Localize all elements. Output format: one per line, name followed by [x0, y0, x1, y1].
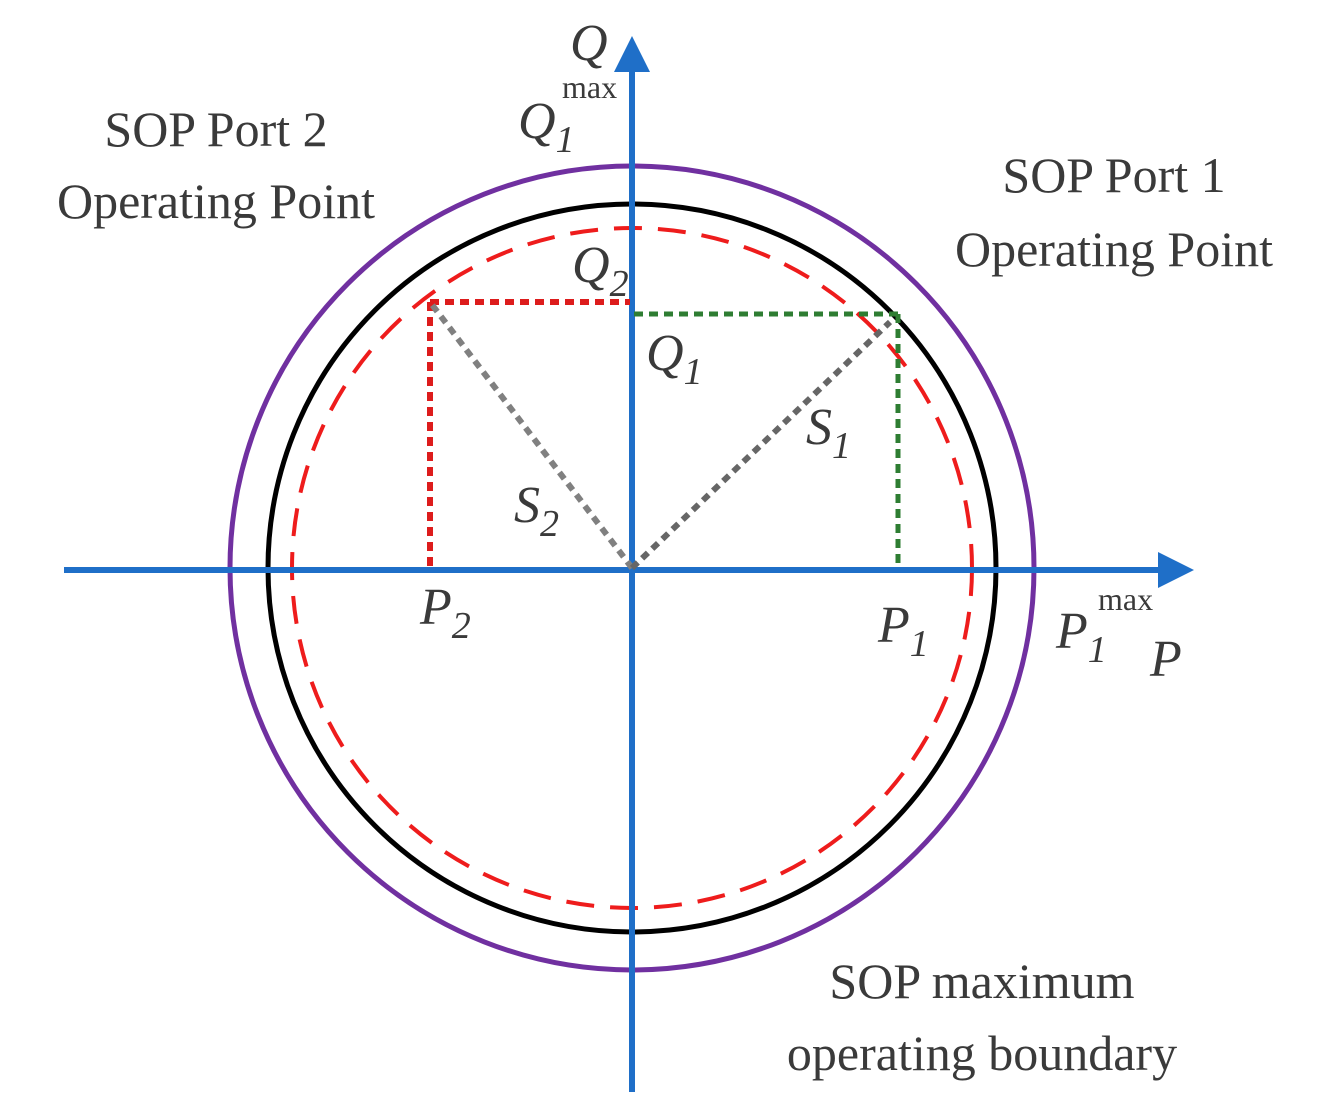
- s2-symbol: S2: [514, 477, 559, 545]
- p-axis-arrow: [1158, 552, 1194, 588]
- q-axis-label: Q: [570, 15, 608, 72]
- port1-caption-line2: Operating Point: [955, 221, 1273, 277]
- port2-caption-line2: Operating Point: [57, 173, 375, 229]
- s1-symbol: S1: [806, 399, 851, 467]
- p2-symbol: P2: [419, 579, 471, 647]
- p1-symbol: P1: [877, 597, 929, 665]
- port1-caption-line1: SOP Port 1: [1002, 147, 1225, 203]
- boundary-caption-line2: operating boundary: [787, 1025, 1177, 1081]
- port2-caption-line1: SOP Port 2: [104, 101, 327, 157]
- q2-symbol: Q2: [572, 237, 629, 305]
- s1-vector: [629, 319, 893, 571]
- q1-symbol: Q1: [646, 325, 703, 393]
- p-axis-label: P: [1149, 631, 1182, 688]
- q-axis-arrow: [614, 36, 650, 72]
- p1max-symbol: P1max: [1055, 581, 1153, 671]
- q1max-symbol: Q1max: [518, 69, 617, 161]
- boundary-caption-line1: SOP maximum: [829, 953, 1134, 1009]
